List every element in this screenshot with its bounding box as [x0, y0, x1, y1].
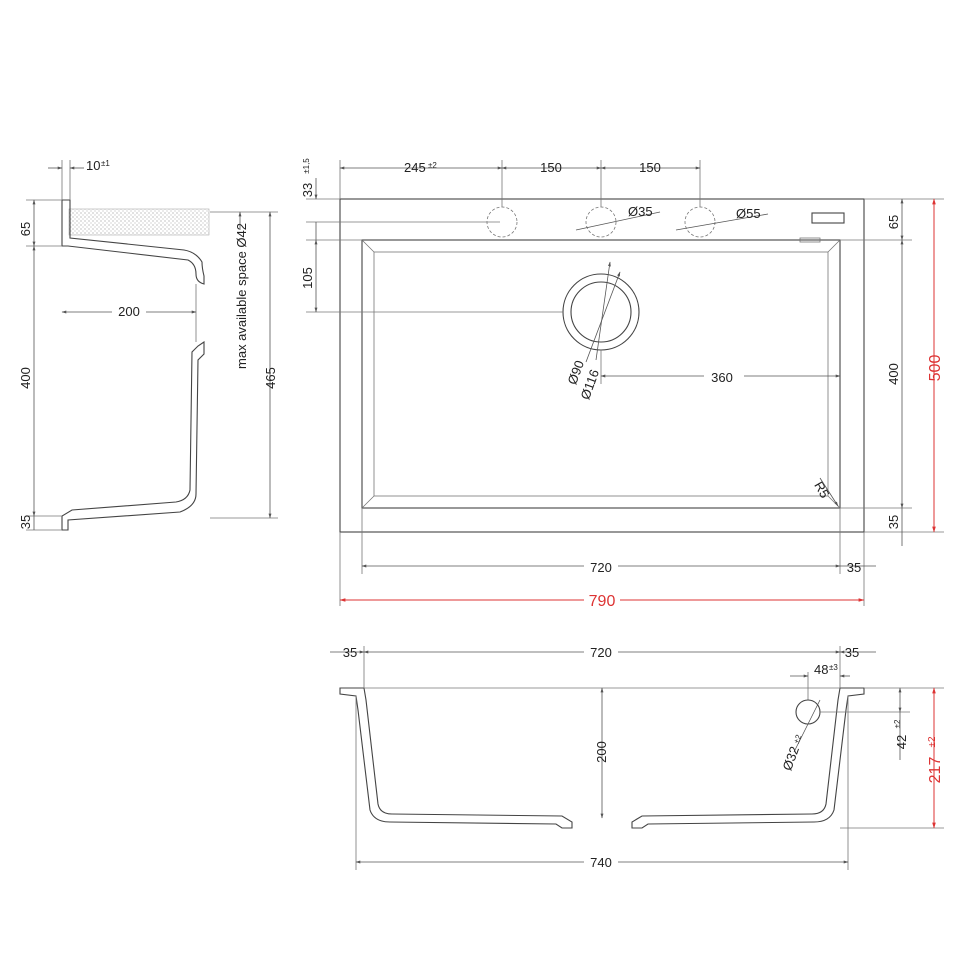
side-dim-400: 400 — [18, 367, 33, 389]
front-dim-35-left: 35 — [343, 645, 357, 660]
side-view: 10 ±1 65 400 35 200 max available space … — [18, 158, 278, 531]
bowl-inner — [373, 251, 829, 497]
front-dim-42-tol: ±2 — [893, 719, 902, 728]
worktop-section — [68, 208, 210, 236]
side-profile-lower — [61, 340, 205, 531]
top-dia-55: Ø55 — [736, 206, 761, 221]
front-dim-200: 200 — [594, 741, 609, 763]
overflow-slot — [811, 212, 845, 224]
side-dim-200: 200 — [118, 304, 140, 319]
front-dia-32: Ø32 — [780, 744, 803, 772]
top-dim-150-a: 150 — [540, 160, 562, 175]
top-dim-35-bottom: 35 — [847, 560, 861, 575]
side-dim-465: 465 — [263, 367, 278, 389]
front-dim-35-right: 35 — [845, 645, 859, 660]
top-total-790: 790 — [589, 593, 616, 610]
drain-outer — [562, 273, 640, 351]
front-profile — [339, 687, 573, 829]
front-dia-32-tol: ±2 — [792, 733, 804, 745]
sink-outline — [339, 198, 865, 533]
bowl-outline — [361, 239, 841, 509]
tap-hole-3 — [684, 206, 716, 238]
side-profile — [61, 199, 205, 285]
side-dim-35: 35 — [18, 515, 33, 529]
front-profile-right — [631, 687, 865, 829]
front-overflow-hole — [795, 699, 821, 725]
top-dim-400-right: 400 — [886, 363, 901, 385]
top-dim-150-b: 150 — [639, 160, 661, 175]
top-total-500: 500 — [927, 355, 944, 382]
front-total-217-tol: ±2 — [927, 736, 938, 747]
top-dim-35-right: 35 — [886, 515, 901, 529]
top-dim-33: 33 — [300, 183, 315, 197]
top-view: 245 ±2 150 150 Ø35 Ø55 33 ±1,5 105 Ø90 Ø… — [300, 158, 944, 610]
top-dim-33-tol: ±1,5 — [302, 158, 311, 174]
front-dim-48: 48 — [814, 662, 828, 677]
side-note: max available space Ø42 — [234, 223, 249, 369]
front-view: 35 720 35 48 ±3 Ø32 ±2 200 42 ±2 217 ±2 — [330, 644, 944, 870]
front-dim-42: 42 — [894, 735, 909, 749]
top-radius: R5 — [811, 479, 832, 501]
top-dim-65-right: 65 — [886, 215, 901, 229]
side-top-thickness-tol: ±1 — [101, 159, 110, 168]
side-top-thickness: 10 — [86, 158, 100, 173]
front-total-217: 217 — [927, 757, 944, 784]
top-dim-105: 105 — [300, 267, 315, 289]
front-dim-48-tol: ±3 — [829, 663, 838, 672]
top-dim-245: 245 — [404, 160, 426, 175]
top-dia-35: Ø35 — [628, 204, 653, 219]
top-dim-360: 360 — [711, 370, 733, 385]
side-dim-65: 65 — [18, 222, 33, 236]
front-dim-720: 720 — [590, 645, 612, 660]
front-dim-740: 740 — [590, 855, 612, 870]
top-dim-245-tol: ±2 — [428, 161, 437, 170]
drain-inner — [570, 281, 632, 343]
top-dim-720: 720 — [590, 560, 612, 575]
